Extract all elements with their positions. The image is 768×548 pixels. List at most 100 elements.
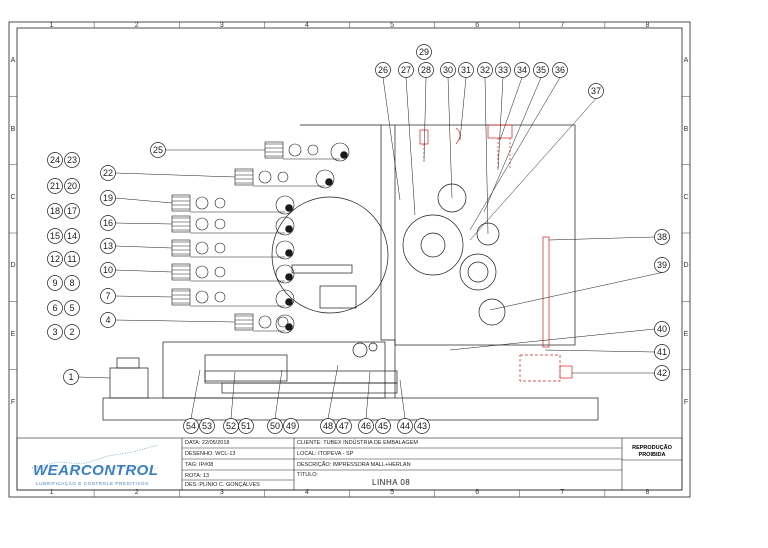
leader-lines [78,77,663,419]
right-roll-gear [459,253,497,291]
callout-number: 28 [421,65,431,75]
callout-number: 31 [461,65,471,75]
callout-bubble: 52 [223,418,239,434]
callout-bubble: 31 [458,62,474,78]
callout-number: 53 [202,421,212,431]
row-label-left: F [10,398,16,406]
callout-number: 33 [498,65,508,75]
column-label-top: 6 [475,22,480,29]
callout-number: 18 [50,206,60,216]
column-label-top: 2 [134,22,139,29]
callout-number: 32 [480,65,490,75]
callout-number: 46 [361,421,371,431]
callout-bubble: 11 [64,251,80,267]
tb-local-label: LOCAL: [297,451,317,457]
callout-bubble: 46 [358,418,374,434]
callout-number: 34 [517,65,527,75]
callout-number: 43 [417,421,427,431]
callout-number: 51 [241,421,251,431]
column-label-bottom: 6 [475,489,480,496]
callout-bubble: 17 [64,203,80,219]
column-label-top: 1 [49,22,54,29]
callout-bubble: 6 [47,300,63,316]
callout-bubble: 24 [47,152,63,168]
callout-bubble: 8 [64,275,80,291]
motor-1 [109,367,149,399]
lower-rail-2 [221,382,398,394]
print-unit [171,263,295,284]
callout-number: 27 [401,65,411,75]
callout-bubble: 33 [495,62,511,78]
callout-number: 6 [52,303,57,313]
callout-number: 48 [323,421,333,431]
column-label-bottom: 7 [560,489,565,496]
callout-bubble: 23 [64,152,80,168]
right-roll-lower [478,298,506,326]
callout-number: 20 [67,181,77,191]
callout-number: 52 [226,421,236,431]
callout-number: 45 [378,421,388,431]
column-label-top: 7 [560,22,565,29]
tb-date-value: 22/05/2018 [201,440,230,446]
tb-repro-line1: REPRODUÇÃO [632,445,672,451]
callout-number: 49 [286,421,296,431]
tb-tag-value: IP#08 [198,462,214,468]
motor-1-top [116,357,140,369]
callout-number: 25 [153,145,163,155]
central-drum [271,196,389,314]
column-label-top: 5 [390,22,395,29]
callout-number: 50 [270,421,280,431]
callout-number: 44 [400,421,410,431]
tb-rota-label: ROTA: [185,473,202,479]
callout-bubble: 34 [514,62,530,78]
callout-number: 10 [103,265,113,275]
callout-number: 38 [657,232,667,242]
callout-bubble: 35 [533,62,549,78]
callout-bubble: 51 [238,418,254,434]
tb-date-label: DATA: [185,440,201,446]
callout-number: 29 [419,47,429,57]
callout-number: 23 [67,155,77,165]
callout-number: 2 [69,327,74,337]
red-components [419,124,573,382]
callout-number: 41 [657,347,667,357]
callout-bubble: 4 [100,312,116,328]
row-label-left: B [10,125,16,133]
row-label-right: B [683,125,689,133]
machine-base [102,397,599,421]
callout-number: 26 [378,65,388,75]
column-label-bottom: 3 [219,489,224,496]
callout-number: 7 [105,291,110,301]
callout-bubble: 10 [100,262,116,278]
callout-bubble: 41 [654,344,670,360]
callout-bubble: 26 [375,62,391,78]
column-label-bottom: 4 [304,489,309,496]
tb-client: CLIENTE: TUBEX INDÚSTRIA DE EMBALAGEM [297,440,418,446]
print-unit [171,288,295,309]
callout-number: 35 [536,65,546,75]
tb-designer: DES.:PLINIO C. GONÇALVES [185,482,260,488]
callout-bubble: 40 [654,321,670,337]
callout-bubble: 29 [416,44,432,60]
callout-bubble: 19 [100,190,116,206]
callout-bubble: 21 [47,178,63,194]
callout-number: 5 [69,303,74,313]
tb-designer-label: DES.: [185,482,200,488]
tb-tag-label: TAG: [185,462,198,468]
callout-bubble: 1 [63,369,79,385]
callout-bubble: 47 [336,418,352,434]
callout-number: 8 [69,278,74,288]
callout-bubble: 37 [588,83,604,99]
bottom-roll [352,342,368,358]
callout-number: 42 [657,368,667,378]
right-roll-large [402,214,464,276]
callout-bubble: 44 [397,418,413,434]
top-roll [437,183,467,213]
tb-description: DESCRIÇÃO: IMPRESSORA MALL+HERLAN [297,462,411,468]
column-label-bottom: 1 [49,489,54,496]
callout-bubble: 9 [47,275,63,291]
